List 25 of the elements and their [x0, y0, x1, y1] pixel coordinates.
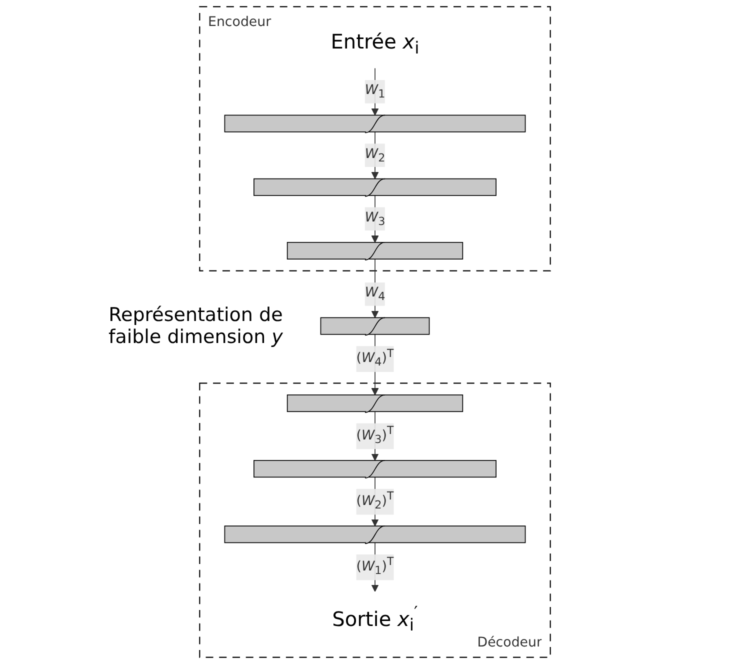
- edge-label: W$_{2}$: [364, 144, 386, 168]
- node-caption: Représentation de faible dimension y: [108, 304, 284, 348]
- text-label: Entrée x$_{i}$: [330, 30, 420, 58]
- edge-label: W$_{4}$: [364, 282, 386, 306]
- layer-bar: [254, 178, 496, 197]
- edge-label: (W$_{3}$)$^{T}$: [356, 423, 394, 449]
- dashed-region: [199, 382, 551, 658]
- layer-bar: [224, 526, 526, 544]
- layer-bar: [254, 460, 496, 478]
- layer-bar: [286, 242, 464, 260]
- edge-label: W$_{3}$: [364, 207, 386, 231]
- edge-label: (W$_{2}$)$^{T}$: [356, 488, 394, 514]
- layer-bar: [224, 114, 526, 134]
- edge-label: (W$_{1}$)$^{T}$: [356, 554, 394, 580]
- edge-label: (W$_{4}$)$^{T}$: [356, 346, 394, 372]
- edge-label: W$_{1}$: [364, 80, 386, 104]
- layer-bar: [320, 317, 430, 336]
- arrow: [371, 131, 379, 180]
- arrow: [371, 195, 379, 243]
- arrow: [371, 258, 379, 318]
- arrow: [371, 68, 379, 116]
- dashed-region: [199, 6, 551, 272]
- layer-bar: [286, 394, 464, 413]
- region-title: Encodeur: [208, 13, 272, 30]
- region-title: Décodeur: [477, 634, 542, 650]
